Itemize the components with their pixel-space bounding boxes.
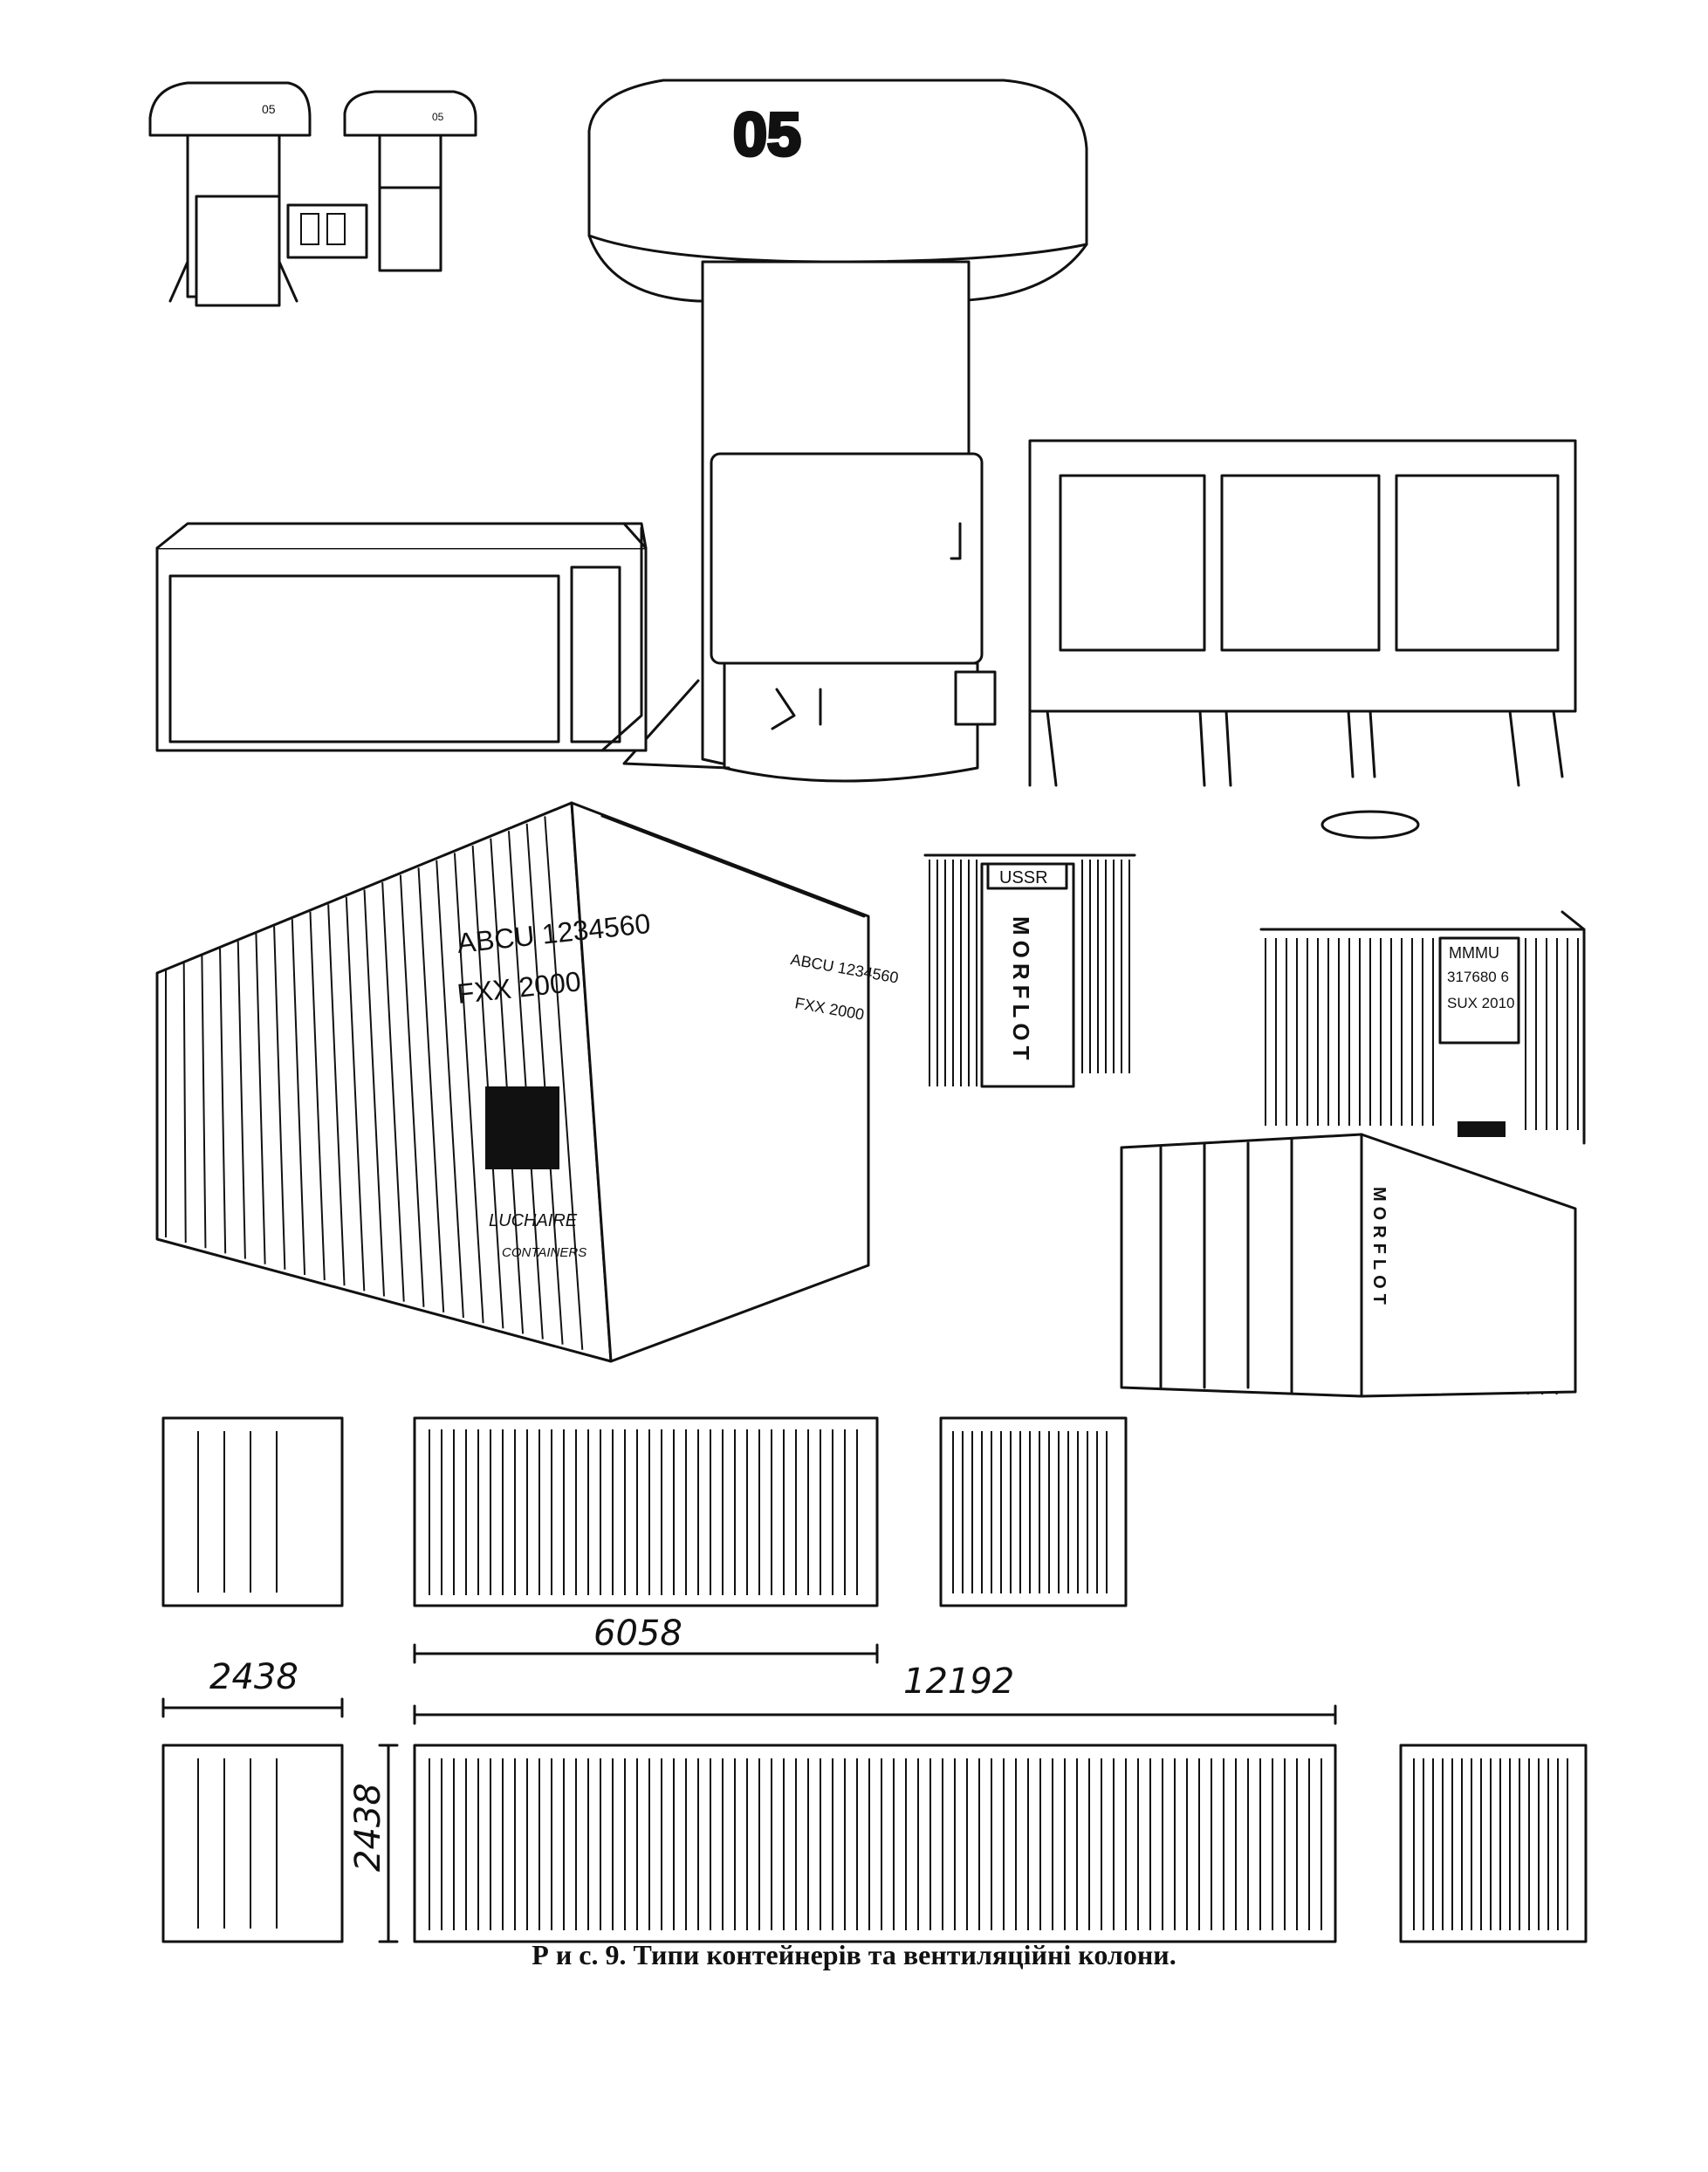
small-vent-columns: 05 05 xyxy=(148,81,477,307)
luchaire-container: ABCU 1234560 FXX 2000 LUCHAIRE CONTAINER… xyxy=(155,801,1558,1394)
frame-container xyxy=(155,522,648,752)
figure-caption: Р и с. 9. Типи контейнерів та вентиляцій… xyxy=(532,1939,1176,1970)
small-vent-2-number: 05 xyxy=(432,111,444,123)
ussr-label: USSR xyxy=(999,868,1048,887)
morflot-side: MORFLOT xyxy=(1369,1187,1389,1310)
mmmu-line-1: MMMU xyxy=(1449,944,1499,962)
mmmu-line-3: SUX 2010 xyxy=(1447,995,1515,1011)
row-40ft: 2438 12192 2438 xyxy=(161,1657,1588,1943)
ussr-morflot-detail: USSR MORFLOT xyxy=(923,853,1136,1088)
mmmu-line-2: 317680 6 xyxy=(1447,969,1509,985)
three-door-cabinet xyxy=(1028,439,1577,839)
dim-width: 2438 xyxy=(209,1657,298,1697)
small-vent-1-number: 05 xyxy=(262,102,276,116)
luchaire-brand: LUCHAIRE xyxy=(489,1211,578,1230)
dim-length-20ft: 6058 xyxy=(593,1614,683,1654)
dim-height: 2438 xyxy=(348,1783,388,1872)
large-vent-column: 05 xyxy=(587,79,1088,783)
row-20ft: 6058 xyxy=(161,1416,1128,1664)
luchaire-brand-sub: CONTAINERS xyxy=(502,1245,586,1260)
morflot-container: MORFLOT xyxy=(1120,1133,1577,1398)
large-vent-number: 05 xyxy=(733,100,801,168)
dim-length-40ft: 12192 xyxy=(903,1662,1014,1702)
mmmu-detail: MMMU 317680 6 SUX 2010 xyxy=(1259,910,1586,1145)
morflot-vertical: MORFLOT xyxy=(1008,916,1034,1065)
